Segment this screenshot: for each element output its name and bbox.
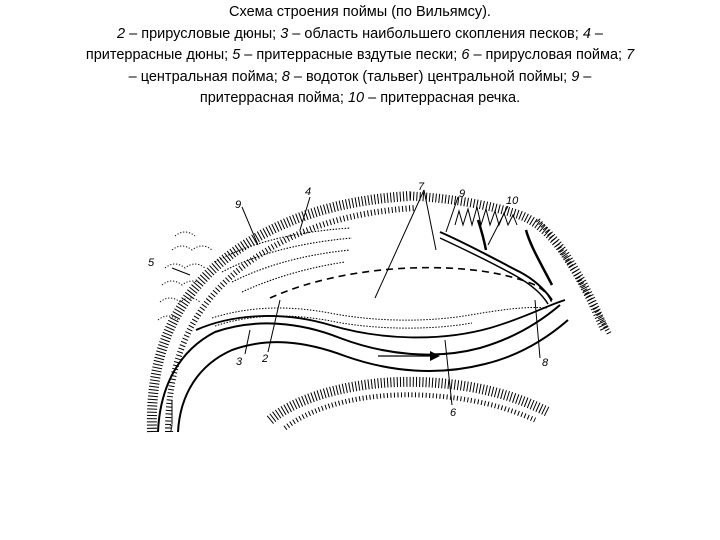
label-4: 4 xyxy=(305,186,311,198)
caption-text-9: – xyxy=(579,68,592,85)
caption-text-4: – xyxy=(590,25,603,42)
caption-line-3: притеррасные дюны; 5 – притеррасные взду… xyxy=(20,45,700,67)
caption-num-6: 6 xyxy=(461,47,470,63)
caption-text-9b: притеррасная пойма; xyxy=(199,90,348,106)
river-bank-lower xyxy=(177,319,569,433)
label-1: 1 xyxy=(168,423,174,435)
preterrace-river xyxy=(439,237,549,305)
label-8: 8 xyxy=(542,357,549,369)
caption-title: Схема строения поймы (по Вильямсу). xyxy=(229,4,491,20)
leader-lines xyxy=(171,189,541,424)
terrace-hatch-band-2 xyxy=(165,205,416,433)
caption-num-4: 4 xyxy=(582,25,591,42)
caption-text-8: – водоток (тальвег) центральной поймы; xyxy=(289,68,572,85)
caption-num-10: 10 xyxy=(347,90,365,106)
caption-text-10: – притеррасная речка. xyxy=(364,90,521,106)
caption-line-4: – центральная пойма; 8 – водоток (тальве… xyxy=(20,67,700,89)
label-6: 6 xyxy=(450,407,457,419)
top-terrace-edge xyxy=(409,191,610,332)
label-9-right: 9 xyxy=(459,188,465,200)
caption-num-3: 3 xyxy=(280,25,289,42)
caption-text-2: – прирусловые дюны; xyxy=(125,25,281,42)
label-3: 3 xyxy=(236,356,243,368)
caption-text-7: – центральная пойма; xyxy=(128,68,282,85)
riverside-floodplain-edge xyxy=(195,299,566,339)
caption-line-2: 2 – прирусловые дюны; 3 – область наибол… xyxy=(20,24,700,46)
riverbank-dunes xyxy=(211,307,549,329)
caption-num-2: 2 xyxy=(117,25,126,42)
river-bank-upper xyxy=(157,304,561,433)
opposite-bank-hatch xyxy=(266,376,551,424)
caption-num-8: 8 xyxy=(281,68,290,85)
caption-text-3: – область наибольшего скопления песков; xyxy=(288,25,583,42)
caption-num-9: 9 xyxy=(571,68,580,85)
caption-line-5: притеррасная пойма; 10 – притеррасная ре… xyxy=(20,88,700,110)
label-2: 2 xyxy=(261,353,268,365)
caption-text-5: – притеррасные вздутые пески; xyxy=(240,47,462,63)
figure-caption: Схема строения поймы (по Вильямсу). 2 – … xyxy=(20,2,700,110)
opposite-bank-hatch-2 xyxy=(283,392,537,430)
flow-arrow xyxy=(378,351,440,361)
river-10-stream-b xyxy=(524,229,554,286)
near-terrace-fringe xyxy=(454,206,518,227)
right-terrace-edge xyxy=(536,218,613,337)
caption-text-6: – прирусловая пойма; xyxy=(469,47,627,63)
preterrace-dunes xyxy=(214,227,353,293)
central-floodplain-talweg xyxy=(269,266,553,306)
river-10-stream-a xyxy=(476,219,488,251)
terrace-hatch-band xyxy=(146,191,411,433)
caption-num-7: 7 xyxy=(626,47,635,63)
caption-text-4b: притеррасные дюны; xyxy=(85,47,233,63)
label-9-left: 9 xyxy=(235,199,241,211)
label-10: 10 xyxy=(506,195,519,207)
caption-num-5: 5 xyxy=(232,47,241,63)
label-5: 5 xyxy=(148,257,155,269)
preterrace-blown-sands xyxy=(157,231,213,321)
label-7: 7 xyxy=(418,181,425,193)
